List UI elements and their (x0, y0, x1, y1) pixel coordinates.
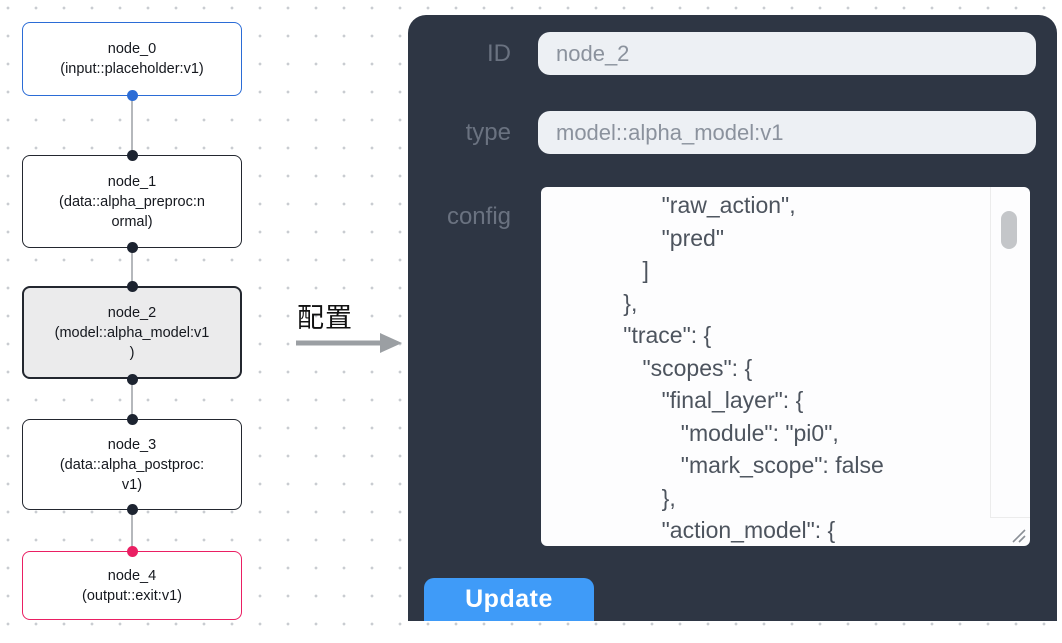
node-handle[interactable] (127, 242, 138, 253)
type-field-label: type (465, 119, 511, 146)
node-handle[interactable] (127, 150, 138, 161)
node-label: node_2 (model::alpha_model:v1 ) (54, 304, 210, 361)
flow-edge[interactable] (131, 248, 133, 286)
config-field-label: config (446, 203, 511, 230)
node-handle[interactable] (127, 374, 138, 385)
id-input[interactable] (538, 32, 1036, 75)
node-config-panel: ID type config "raw_action", "pred" ] },… (408, 15, 1057, 621)
node-handle[interactable] (127, 504, 138, 515)
right-arrow-icon (296, 333, 402, 353)
flow-node-node_1[interactable]: node_1 (data::alpha_preproc:n ormal) (22, 155, 242, 248)
flow-edge[interactable] (131, 96, 133, 155)
node-label: node_4 (output::exit:v1) (82, 567, 182, 604)
update-button[interactable]: Update (424, 578, 594, 621)
node-label: node_0 (input::placeholder:v1) (60, 41, 204, 77)
scrollbar-track (990, 517, 1030, 518)
node-handle[interactable] (127, 90, 138, 101)
node-handle[interactable] (127, 281, 138, 292)
flow-node-node_3[interactable]: node_3 (data::alpha_postproc: v1) (22, 419, 242, 510)
resize-grip-icon[interactable] (1009, 526, 1027, 544)
node-label: node_3 (data::alpha_postproc: v1) (59, 436, 205, 493)
node-handle[interactable] (127, 546, 138, 557)
flow-node-node_2-selected[interactable]: node_2 (model::alpha_model:v1 ) (22, 286, 242, 379)
type-input[interactable] (538, 111, 1036, 154)
config-textarea[interactable]: "raw_action", "pred" ] }, "trace": { "sc… (541, 187, 1030, 546)
config-json-text: "raw_action", "pred" ] }, "trace": { "sc… (623, 192, 884, 543)
node-label: node_1 (data::alpha_preproc:n ormal) (59, 173, 205, 230)
node-handle[interactable] (127, 414, 138, 425)
scrollbar-track (990, 187, 991, 517)
id-field-label: ID (487, 40, 511, 67)
flow-edge[interactable] (131, 379, 133, 419)
flow-node-node_0[interactable]: node_0 (input::placeholder:v1) (22, 22, 242, 96)
scrollbar-thumb[interactable] (1001, 211, 1017, 249)
configure-label: 配置 (297, 303, 353, 333)
flow-edge[interactable] (131, 510, 133, 551)
flow-node-node_4[interactable]: node_4 (output::exit:v1) (22, 551, 242, 620)
